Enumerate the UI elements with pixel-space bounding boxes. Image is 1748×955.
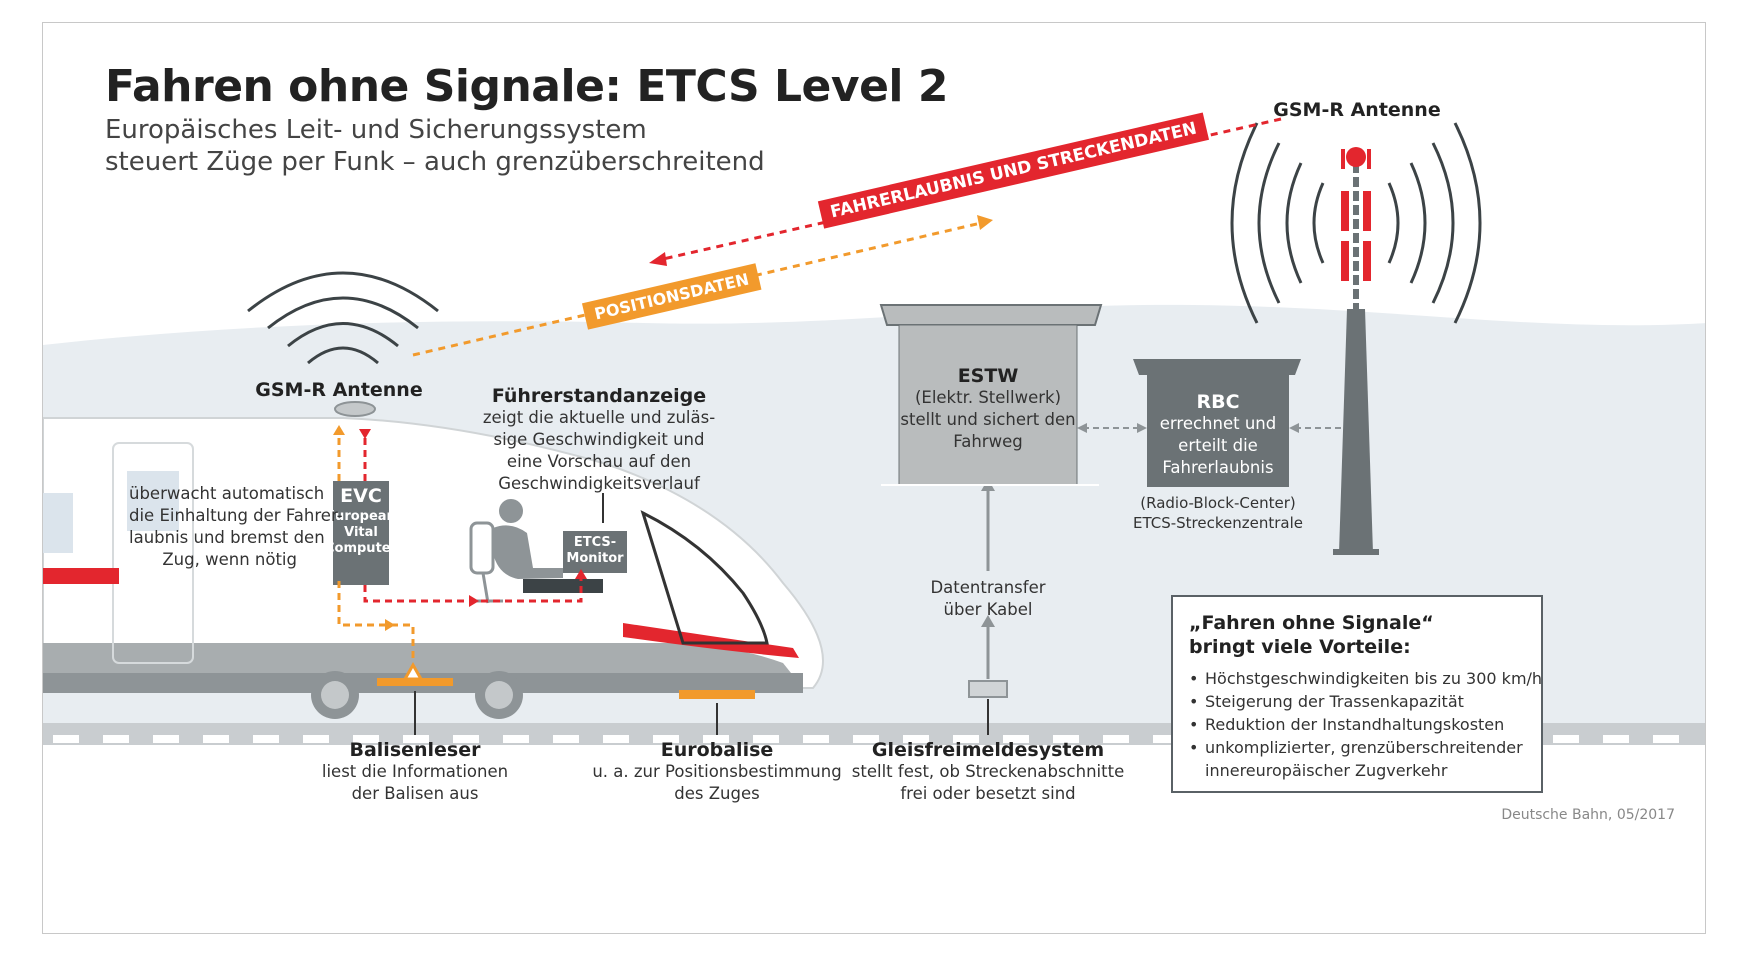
fuehrerstand-line: zeigt die aktuelle und zuläs- bbox=[482, 408, 716, 427]
benefit-item: Reduktion der Instandhaltungskosten bbox=[1189, 713, 1525, 736]
evc-desc-line: die Einhaltung der Fahrer- bbox=[129, 506, 343, 525]
evc-desc-line: laubnis und bremst den bbox=[129, 528, 325, 547]
balise-reader-shape bbox=[377, 678, 453, 686]
estw-line: stellt und sichert den bbox=[900, 410, 1076, 429]
balisenleser-title: Balisenleser bbox=[349, 739, 481, 761]
rbc-label: RBC errechnet und erteilt die Fahrerlaub… bbox=[1160, 391, 1276, 479]
benefits-heading-1: „Fahren ohne Signale“ bbox=[1189, 612, 1434, 634]
rbc-building bbox=[1133, 359, 1301, 487]
datentransfer-line: über Kabel bbox=[943, 600, 1033, 619]
eurobalise-callout: Eurobalise u. a. zur Positionsbestimmung… bbox=[592, 739, 841, 805]
page-title: Fahren ohne Signale: ETCS Level 2 bbox=[105, 61, 948, 112]
evc-description: überwacht automatisch die Einhaltung der… bbox=[129, 483, 343, 571]
benefits-list: Höchstgeschwindigkeiten bis zu 300 km/h … bbox=[1189, 667, 1542, 782]
gleisfrei-callout: Gleisfreimeldesystem stellt fest, ob Str… bbox=[852, 739, 1124, 805]
gleisfrei-title: Gleisfreimeldesystem bbox=[871, 739, 1105, 761]
estw-line: (Elektr. Stellwerk) bbox=[914, 388, 1062, 407]
benefit-item: Steigerung der Trassenkapazität bbox=[1189, 690, 1525, 713]
datentransfer-label: Datentransfer über Kabel bbox=[930, 577, 1045, 621]
fuehrerstand-line: sige Geschwindigkeit und bbox=[493, 430, 705, 449]
evc-line-2: Vital bbox=[344, 525, 378, 540]
rbc-caption-line: (Radio-Block-Center) bbox=[1140, 494, 1296, 512]
balisenleser-line: liest die Informationen bbox=[321, 762, 509, 781]
eurobalise-shape bbox=[679, 690, 755, 699]
tower-antenna-label: GSM-R Antenne bbox=[1273, 99, 1441, 121]
benefit-item-continued: innereuropäischer Zugverkehr bbox=[1205, 761, 1448, 780]
evc-desc-line: Zug, wenn nötig bbox=[162, 550, 297, 569]
track-detector-shape bbox=[968, 680, 1008, 698]
diagram-artwork bbox=[43, 117, 1705, 745]
evc-title: EVC bbox=[340, 485, 382, 507]
evc-line-3: Computer bbox=[324, 541, 398, 556]
train bbox=[43, 401, 824, 719]
etcs-monitor-line: Monitor bbox=[566, 551, 624, 566]
eurobalise-title: Eurobalise bbox=[660, 739, 774, 761]
eurobalise-line: des Zuges bbox=[674, 784, 760, 803]
evc-box-shape bbox=[333, 481, 389, 585]
subtitle-line-2: steuert Züge per Funk – auch grenzübersc… bbox=[105, 147, 765, 177]
radio-arrowheads bbox=[649, 215, 993, 266]
estw-label: ESTW (Elektr. Stellwerk) stellt und sich… bbox=[900, 365, 1075, 453]
fuehrerstand-callout: Führerstandanzeige zeigt die aktuelle un… bbox=[483, 385, 715, 495]
balisenleser-line: der Balisen aus bbox=[351, 784, 479, 803]
etcs-monitor-line: ETCS- bbox=[573, 535, 617, 550]
gleisfrei-line: frei oder besetzt sind bbox=[900, 784, 1076, 803]
estw-title: ESTW bbox=[957, 365, 1019, 387]
evc-desc-line: überwacht automatisch bbox=[129, 484, 325, 503]
source-credit: Deutsche Bahn, 05/2017 bbox=[1501, 807, 1675, 823]
benefit-item: Höchstgeschwindigkeiten bis zu 300 km/h bbox=[1189, 667, 1542, 690]
gleisfrei-line: stellt fest, ob Streckenabschnitte bbox=[851, 762, 1125, 781]
estw-line: Fahrweg bbox=[953, 432, 1023, 451]
infographic-frame: FAHRERLAUBNIS UND STRECKENDATEN POSITION… bbox=[42, 22, 1706, 934]
benefit-item: unkomplizierter, grenzüberschreitender bbox=[1189, 736, 1525, 759]
rbc-line: Fahrerlaubnis bbox=[1162, 458, 1274, 477]
train-antenna-waves bbox=[247, 271, 439, 365]
train-arrowheads bbox=[333, 425, 587, 631]
benefits-box: „Fahren ohne Signale“ bringt viele Vorte… bbox=[1171, 595, 1543, 793]
callout-lines bbox=[414, 691, 989, 735]
estw-building bbox=[879, 304, 1103, 486]
eurobalise-line: u. a. zur Positionsbestimmung bbox=[592, 762, 842, 781]
rbc-line: errechnet und bbox=[1159, 414, 1277, 433]
evc-line-1: European bbox=[326, 509, 396, 524]
etcs-monitor-shape bbox=[563, 531, 627, 573]
train-antenna-label: GSM-R Antenne bbox=[255, 379, 423, 401]
cable-arrow bbox=[981, 479, 995, 679]
rbc-caption-line: ETCS-Streckenzentrale bbox=[1132, 514, 1304, 532]
tower-waves bbox=[1230, 122, 1482, 324]
subtitle-line-1: Europäisches Leit- und Sicherungssystem bbox=[105, 115, 647, 145]
etcs-monitor-label: ETCS- Monitor bbox=[566, 535, 623, 567]
fuehrerstand-line: Geschwindigkeitsverlauf bbox=[498, 474, 700, 493]
rbc-caption: (Radio-Block-Center) ETCS-Streckenzentra… bbox=[1133, 493, 1303, 533]
datentransfer-line: Datentransfer bbox=[930, 578, 1046, 597]
fuehrerstand-title: Führerstandanzeige bbox=[491, 385, 707, 407]
balisenleser-callout: Balisenleser liest die Informationen der… bbox=[322, 739, 508, 805]
benefits-heading-2: bringt viele Vorteile: bbox=[1189, 636, 1411, 658]
rbc-line: erteilt die bbox=[1178, 436, 1258, 455]
fuehrerstand-line: eine Vorschau auf den bbox=[506, 452, 692, 471]
gsm-r-tower bbox=[1333, 147, 1379, 555]
rbc-title: RBC bbox=[1196, 391, 1240, 413]
balise-reader-triangle bbox=[402, 661, 424, 681]
